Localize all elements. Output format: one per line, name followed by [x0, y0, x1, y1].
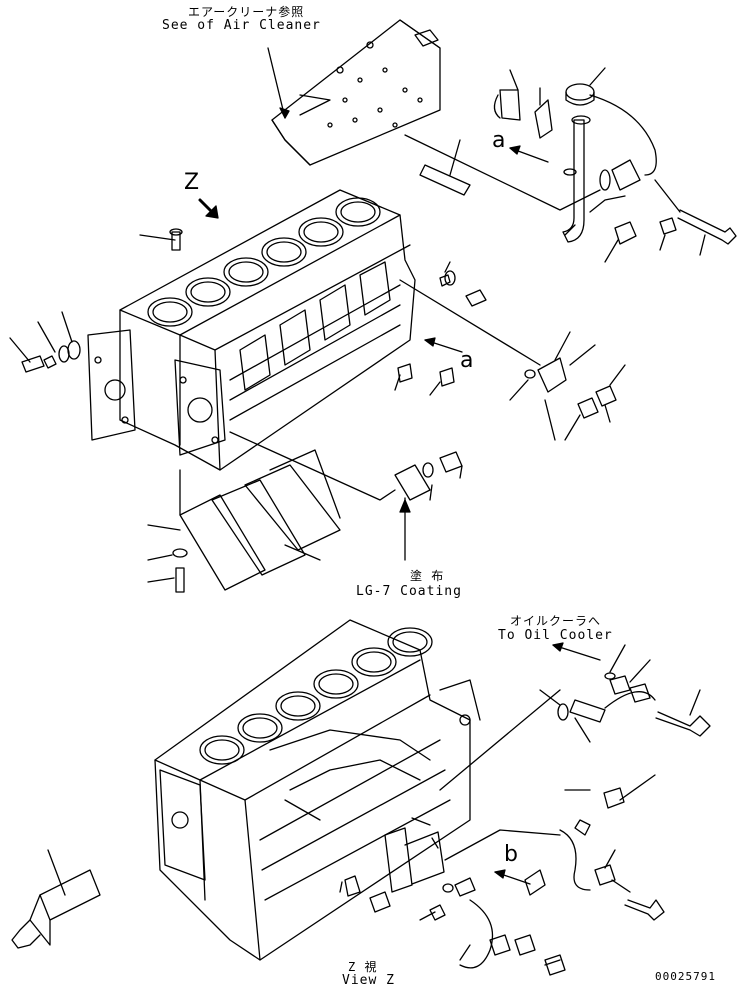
cylinder-bores-lower	[199, 627, 433, 765]
oil-line-upper	[399, 279, 541, 366]
main-bearing-caps	[179, 449, 341, 591]
coating-label-jp: 塗 布	[410, 569, 445, 583]
lower-sensors	[344, 787, 665, 976]
coating-label-en: LG-7 Coating	[356, 584, 462, 599]
leader-lines-top	[449, 67, 706, 263]
leader-lines-lower	[339, 644, 701, 966]
ref-letter-b-lower: b	[504, 842, 519, 867]
ref-letter-z: Z	[184, 170, 201, 195]
view-z-label-en: View Z	[342, 973, 395, 988]
leader-lines-mid	[9, 234, 626, 583]
cap-bolt-washer	[172, 548, 188, 593]
ref-letter-a-top: a	[492, 128, 507, 153]
drawing-number: 00025791	[655, 970, 716, 983]
oil-cooler-sensor-assembly	[439, 672, 711, 791]
cylinder-bores-upper	[147, 197, 381, 327]
oil-cooler-label-en: To Oil Cooler	[498, 628, 613, 643]
air-cleaner-leader	[267, 47, 286, 119]
air-cleaner-bracket	[271, 19, 441, 166]
installation-tool	[11, 849, 101, 949]
lower-cylinder-block	[154, 619, 481, 961]
view-z-label-jp: Z 視	[348, 960, 378, 974]
breather-pipe-assembly	[404, 83, 737, 245]
small-parts-upper	[21, 228, 617, 419]
ref-letter-a-mid: a	[460, 348, 475, 373]
cover-plate	[229, 431, 463, 561]
leader-b-inner	[284, 799, 321, 821]
upper-cylinder-block	[87, 189, 416, 471]
oil-cooler-label-jp: オイルクーラへ	[510, 614, 602, 628]
air-cleaner-label-en: See of Air Cleaner	[162, 18, 321, 33]
air-cleaner-label-jp: エアークリーナ参照	[188, 5, 305, 19]
